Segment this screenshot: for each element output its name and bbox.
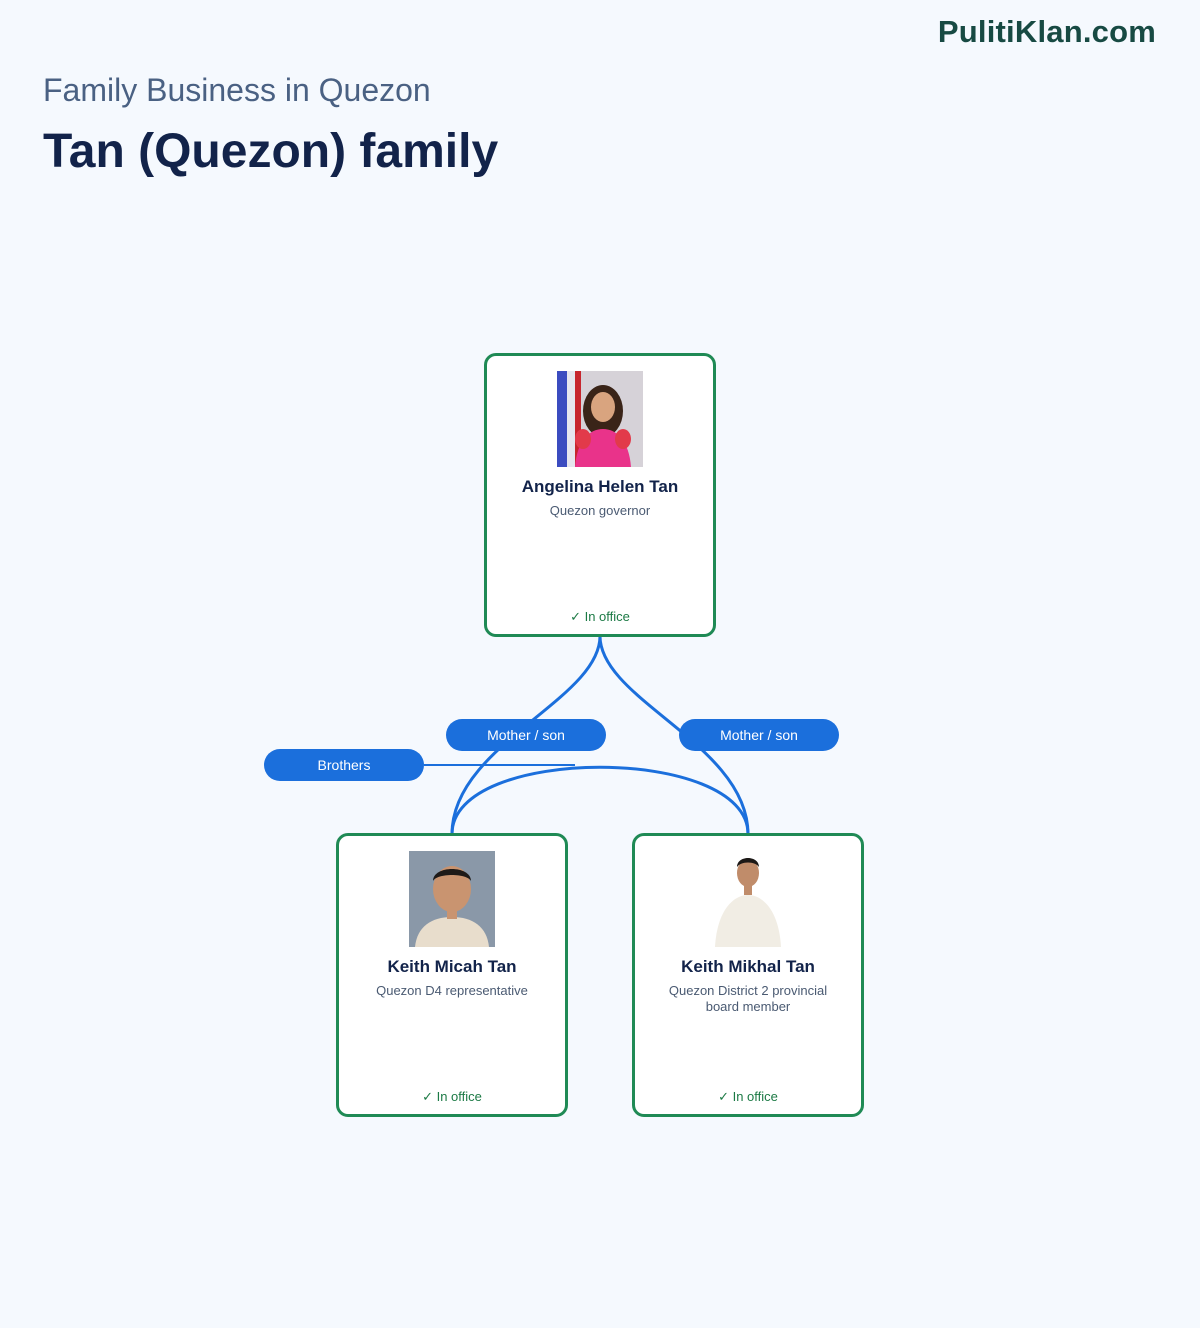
person-name: Angelina Helen Tan [521,477,679,496]
portrait-angelina [557,371,643,467]
edge-mother-son-mikhal [598,635,750,835]
person-role: Quezon District 2 provincial board membe… [668,983,828,1014]
status-in-office: ✓ In office [570,609,630,624]
relation-label-brothers: Brothers [264,749,424,781]
portrait-keith-micah [409,851,495,947]
person-card-keith-mikhal[interactable]: Keith Mikhal Tan Quezon District 2 provi… [632,833,864,1117]
edge-brothers [450,765,750,835]
person-name: Keith Mikhal Tan [681,957,815,976]
person-name: Keith Micah Tan [387,957,517,976]
person-card-angelina[interactable]: Angelina Helen Tan Quezon governor ✓ In … [484,353,716,637]
portrait-keith-mikhal [705,851,791,947]
site-brand[interactable]: PulitiKlan.com [937,14,1156,49]
person-card-keith-micah[interactable]: Keith Micah Tan Quezon D4 representative… [336,833,568,1117]
person-role: Quezon D4 representative [376,983,528,998]
page-title: Tan (Quezon) family [43,125,499,178]
relation-label-mother-son-left: Mother / son [446,719,606,751]
page-subtitle: Family Business in Quezon [43,72,431,108]
relation-label-mother-son-right: Mother / son [679,719,839,751]
status-in-office: ✓ In office [422,1089,482,1104]
status-in-office: ✓ In office [718,1089,778,1104]
person-role: Quezon governor [549,503,651,518]
